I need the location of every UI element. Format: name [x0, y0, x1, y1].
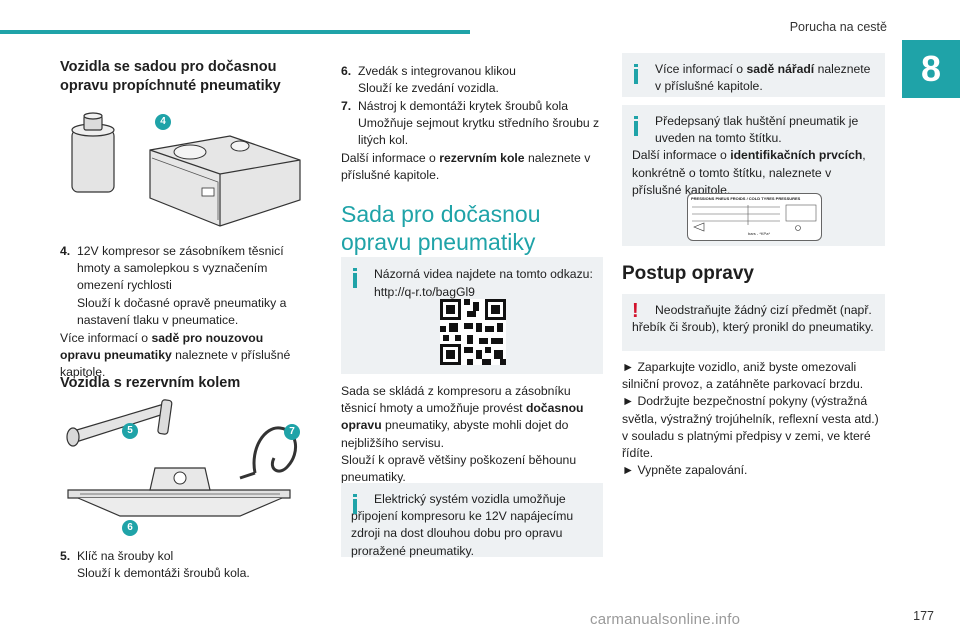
item-number: 4. [60, 244, 71, 258]
text: Více informací o [60, 331, 152, 345]
item-7-line-2: Umožňuje sejmout krytku středního šroubu… [358, 116, 600, 148]
info-note-tools: Více informací o sadě nářadí naleznete v… [622, 53, 885, 97]
warning-note: ! Neodstraňujte žádný cizí předmět (např… [622, 294, 885, 351]
note-text: Elektrický systém vozidla umožňuje připo… [351, 492, 574, 558]
figure-compressor: 4 [60, 108, 305, 228]
bold-term: sadě nářadí [746, 62, 815, 76]
label-title: PRESSIONS PNEUS FROIDS / COLD TYRES PRES… [691, 196, 801, 201]
section-title-line-2: opravu pneumatiky [341, 229, 536, 255]
tools-illustration [66, 399, 297, 517]
item-5: 5. Klíč na šrouby kol Slouží k demontáži… [60, 548, 300, 582]
item-number: 5. [60, 549, 71, 563]
item-6: 6. Zvedák s integrovanou klikou Slouží k… [341, 63, 603, 97]
bold-term: identifikačních prvcích [730, 148, 863, 163]
chapter-tab: 8 [902, 40, 960, 98]
text: Sada se skládá z kompresoru a zásobníku … [341, 384, 571, 416]
label-units: bars - *KPa* [748, 231, 771, 236]
text: Další informace o [341, 151, 440, 165]
item-number: 7. [341, 99, 352, 113]
bold-term: dočasnou opravu [341, 401, 584, 433]
heading-kit-vehicles: Vozidla se sadou pro dočasnou opravu pro… [60, 59, 281, 94]
header-accent-bar [0, 30, 470, 34]
text: naleznete v příslušné kapitole. [60, 348, 291, 380]
item-5-line-1: Klíč na šrouby kol [77, 549, 174, 563]
warning-text: Neodstraňujte žádný cizí předmět (např. … [632, 303, 874, 335]
text: Další informace o [632, 148, 731, 163]
item-6-line-2: Slouží ke zvedání vozidla. [358, 81, 499, 96]
heading-spare-wheel: Vozidla s rezervním kolem [60, 375, 241, 391]
warning-icon: ! [632, 300, 639, 322]
column-1: Vozidla se sadou pro dočasnou opravu pro… [60, 58, 300, 96]
bold-term: sadě pro nouzovou opravu pneumatiky [60, 331, 264, 363]
info-note-pressure: Předepsaný tlak huštění pneumatik je uve… [622, 105, 885, 246]
item-7-line-1: Nástroj k demontáži krytek šroubů kola [358, 99, 568, 113]
note-text: Názorná videa najdete na tomto odkazu: [374, 267, 593, 281]
info-note-video: Názorná videa najdete na tomto odkazu: h… [341, 257, 603, 374]
figure-badge-6: 6 [122, 520, 138, 536]
item-7: 7. Nástroj k demontáži krytek šroubů kol… [341, 98, 603, 150]
label-grid [692, 204, 817, 232]
step-3: ► Vypněte zapalování. [622, 463, 748, 478]
text: Více informací o [655, 62, 747, 76]
info-note-power: Elektrický systém vozidla umožňuje připo… [341, 483, 603, 558]
step-2: ► Dodržujte bezpečnostní pokyny (výstraž… [622, 394, 879, 461]
figure-badge-4: 4 [155, 114, 171, 130]
figure-tools: 5 6 7 [60, 398, 305, 543]
info-icon [351, 265, 374, 301]
item-4-line-2: Slouží k dočasné opravě pneumatiky a nas… [77, 295, 287, 327]
page-number: 177 [913, 609, 934, 623]
info-icon [632, 113, 655, 137]
item-5-line-2: Slouží k demontáži šroubů kola. [77, 566, 250, 581]
step-1: ► Zaparkujte vozidlo, aniž byste omezova… [622, 360, 864, 392]
bold-term: rezervním kole [439, 151, 525, 165]
item-6-line-1: Zvedák s integrovanou klikou [358, 64, 516, 78]
figure-badge-5: 5 [122, 423, 138, 439]
heading-repair-procedure: Postup opravy [622, 263, 754, 284]
section-title: Sada pro dočasnou opravu pneumatiky [341, 200, 603, 256]
info-icon [632, 61, 655, 95]
running-title: Porucha na cestě [789, 20, 887, 34]
info-icon [351, 491, 374, 515]
procedure-steps: ► Zaparkujte vozidlo, aniž byste omezova… [622, 359, 885, 479]
text: naleznete v příslušné kapitole. [341, 151, 591, 183]
paragraph-spare-info: Další informace o rezervním kole nalezne… [341, 150, 603, 184]
tyre-pressure-label: PRESSIONS PNEUS FROIDS / COLD TYRES PRES… [687, 193, 822, 241]
section-title-line-1: Sada pro dočasnou [341, 201, 541, 227]
video-link[interactable]: http://q-r.to/bagGl9 [374, 285, 475, 300]
text: pneumatiky, abyste mohli dojet do nejbli… [341, 418, 569, 450]
item-4: 4. 12V kompresor se zásobníkem těsnicí h… [60, 243, 300, 329]
item-number: 6. [341, 64, 352, 78]
text: Slouží k opravě většiny poškození běhoun… [341, 452, 577, 485]
watermark: carmanualsonline.info [590, 611, 741, 628]
item-4-line-1: 12V kompresor se zásobníkem těsnicí hmot… [77, 244, 284, 293]
figure-badge-7: 7 [284, 424, 300, 440]
note-text: Předepsaný tlak huštění pneumatik je uve… [655, 114, 859, 146]
paragraph-kit-info: Více informací o sadě pro nouzovou oprav… [60, 330, 300, 382]
paragraph-kit-description: Sada se skládá z kompresoru a zásobníku … [341, 383, 603, 486]
qr-code[interactable] [440, 299, 506, 365]
text: naleznete v příslušné kapitole. [655, 62, 871, 94]
compressor-illustration [71, 112, 301, 227]
